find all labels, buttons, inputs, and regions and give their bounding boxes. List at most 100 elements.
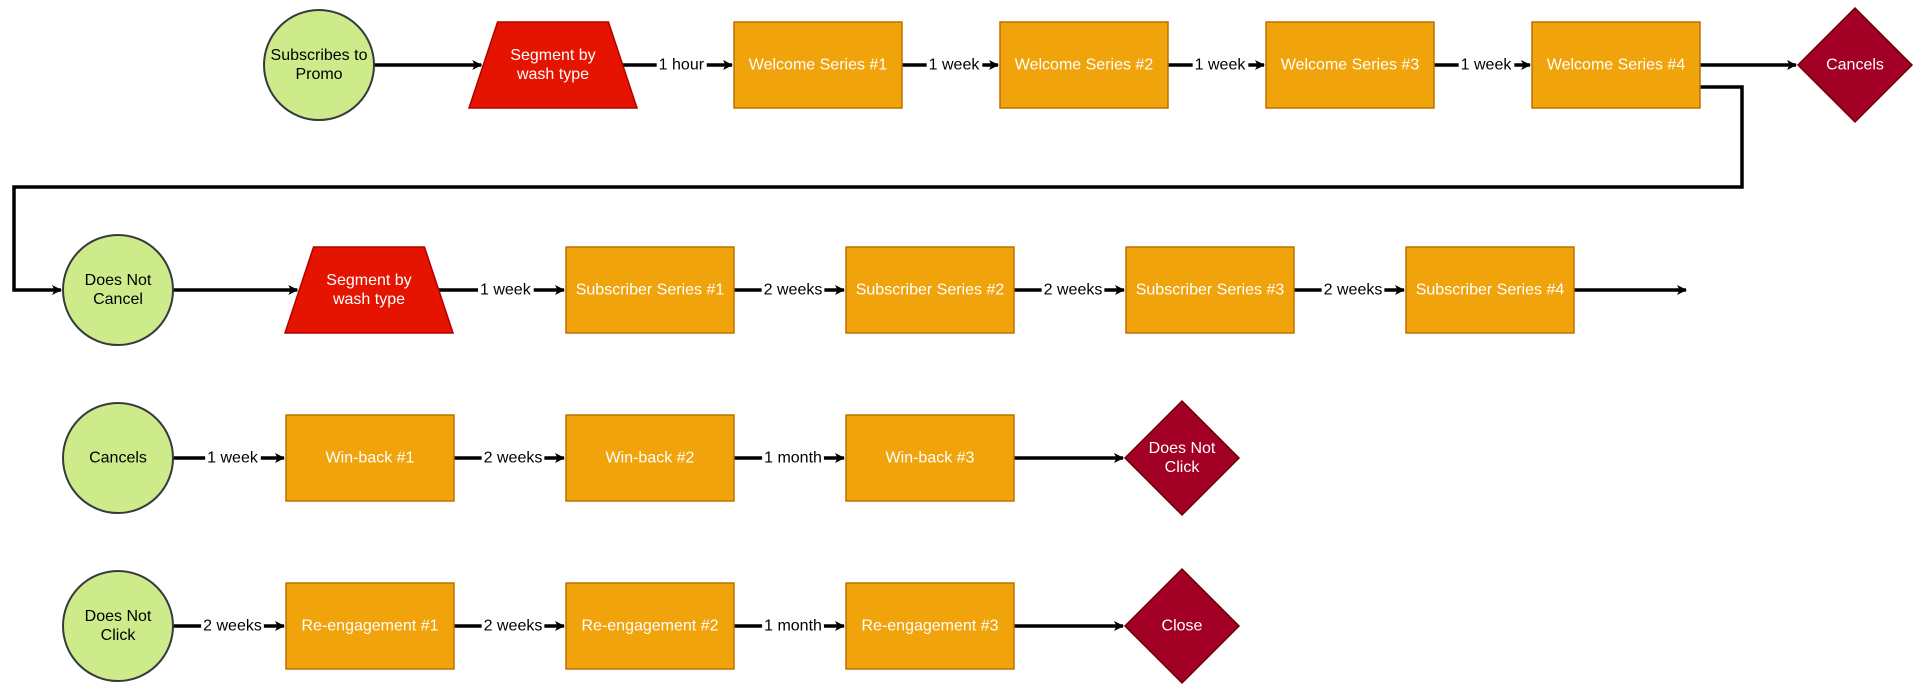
node-shape xyxy=(263,9,375,121)
edge-label-background xyxy=(201,617,264,635)
edge-label: 1 month xyxy=(764,450,822,467)
edge-label-background xyxy=(481,449,545,467)
edge-label-background xyxy=(481,617,545,635)
node-shape xyxy=(62,234,174,346)
node-shape xyxy=(1531,21,1701,109)
node-label: Re-engagement #1 xyxy=(302,618,439,635)
edge-label-background xyxy=(1458,56,1515,74)
edge-label-background xyxy=(762,617,824,635)
node-shape xyxy=(565,414,735,502)
node-shape xyxy=(565,246,735,334)
node-shape xyxy=(845,582,1015,670)
node-win-back-2-process: Win-back #2 xyxy=(565,414,735,502)
edge-label-background xyxy=(478,281,534,299)
node-subscriber-series-3-process: Subscriber Series #3 xyxy=(1125,246,1295,334)
node-re-engagement-2-process: Re-engagement #2 xyxy=(565,582,735,670)
node-shape xyxy=(1265,21,1435,109)
node-subscriber-series-4-process: Subscriber Series #4 xyxy=(1405,246,1575,334)
edge-welcome4-to-doesnotcancel xyxy=(12,85,1744,295)
node-label: Does Not xyxy=(85,272,152,289)
edge-label-background xyxy=(205,449,261,467)
edge-label-background xyxy=(1321,281,1385,299)
node-subscriber-series-2-process: Subscriber Series #2 xyxy=(845,246,1015,334)
node-label: wash type xyxy=(516,66,589,83)
node-label: Subscribes to xyxy=(271,47,368,64)
edge-label-background xyxy=(761,281,825,299)
node-subscriber-series-1-process: Subscriber Series #1 xyxy=(565,246,735,334)
node-label: Click xyxy=(101,627,137,644)
edge-label: 1 week xyxy=(929,57,981,74)
node-segment-by-wash-type-trapezoid: Segment by wash type xyxy=(467,21,639,109)
edge-label: 1 week xyxy=(480,282,532,299)
edge-label-background xyxy=(656,56,707,74)
node-label: Re-engagement #2 xyxy=(582,618,719,635)
node-label: Segment by xyxy=(326,272,411,289)
node-subscribes-to-promo-circle: Subscribes to Promo xyxy=(263,9,375,121)
node-label: Cancels xyxy=(89,450,147,467)
edge-label: 2 weeks xyxy=(203,618,262,635)
edge-label: 1 week xyxy=(1461,57,1513,74)
node-welcome-series-3-process: Welcome Series #3 xyxy=(1265,21,1435,109)
node-welcome-series-2-process: Welcome Series #2 xyxy=(999,21,1169,109)
node-shape xyxy=(285,582,455,670)
node-label: Promo xyxy=(295,66,342,83)
node-label: Welcome Series #4 xyxy=(1547,57,1686,74)
node-shape xyxy=(845,414,1015,502)
node-re-engagement-1-process: Re-engagement #1 xyxy=(285,582,455,670)
node-label: Re-engagement #3 xyxy=(862,618,999,635)
node-shape xyxy=(565,582,735,670)
edge-label: 2 weeks xyxy=(484,618,543,635)
node-shape xyxy=(62,570,174,682)
node-label: Subscriber Series #4 xyxy=(1416,282,1565,299)
edge-label: 2 weeks xyxy=(1044,282,1103,299)
node-win-back-1-process: Win-back #1 xyxy=(285,414,455,502)
node-shape xyxy=(283,246,455,334)
edge-label: 1 week xyxy=(207,450,259,467)
edge-labels-layer: 1 hour 1 week 1 week 1 week 1 week 2 weeks 2 w… xyxy=(201,56,1515,635)
node-label: Win-back #3 xyxy=(886,450,975,467)
edge-label-background xyxy=(1192,56,1249,74)
edge-label-background xyxy=(762,449,824,467)
node-shape xyxy=(1125,246,1295,334)
edge-label: 2 weeks xyxy=(484,450,543,467)
node-label: Win-back #1 xyxy=(326,450,415,467)
edge-label-background xyxy=(1041,281,1105,299)
node-cancels-diamond: Cancels xyxy=(1796,6,1914,124)
node-cancels-circle: Cancels xyxy=(62,402,174,514)
node-shape xyxy=(62,402,174,514)
node-shape xyxy=(285,414,455,502)
node-label: Does Not xyxy=(85,608,152,625)
node-label: Welcome Series #1 xyxy=(749,57,888,74)
node-label: wash type xyxy=(332,291,405,308)
node-label: Subscriber Series #2 xyxy=(856,282,1005,299)
node-close-diamond: Close xyxy=(1123,567,1241,685)
edges-layer xyxy=(12,60,1797,631)
node-label: Does Not xyxy=(1149,440,1216,457)
node-win-back-3-process: Win-back #3 xyxy=(845,414,1015,502)
node-re-engagement-3-process: Re-engagement #3 xyxy=(845,582,1015,670)
node-label: Welcome Series #3 xyxy=(1281,57,1420,74)
node-label: Subscriber Series #3 xyxy=(1136,282,1285,299)
edge-label: 2 weeks xyxy=(764,282,823,299)
node-shape xyxy=(467,21,639,109)
node-label: Segment by xyxy=(510,47,595,64)
node-segment-by-wash-type-trapezoid: Segment by wash type xyxy=(283,246,455,334)
node-shape xyxy=(1405,246,1575,334)
edge-label: 1 week xyxy=(1195,57,1247,74)
edge-label: 1 hour xyxy=(659,57,705,74)
node-shape xyxy=(733,21,903,109)
edge-label: 2 weeks xyxy=(1324,282,1383,299)
node-label: Subscriber Series #1 xyxy=(576,282,725,299)
edge-label-background xyxy=(926,56,983,74)
node-shape xyxy=(999,21,1169,109)
node-shape xyxy=(1123,399,1241,517)
node-shape xyxy=(1123,567,1241,685)
node-label: Cancels xyxy=(1826,57,1884,74)
node-label: Close xyxy=(1162,618,1203,635)
node-label: Win-back #2 xyxy=(606,450,695,467)
